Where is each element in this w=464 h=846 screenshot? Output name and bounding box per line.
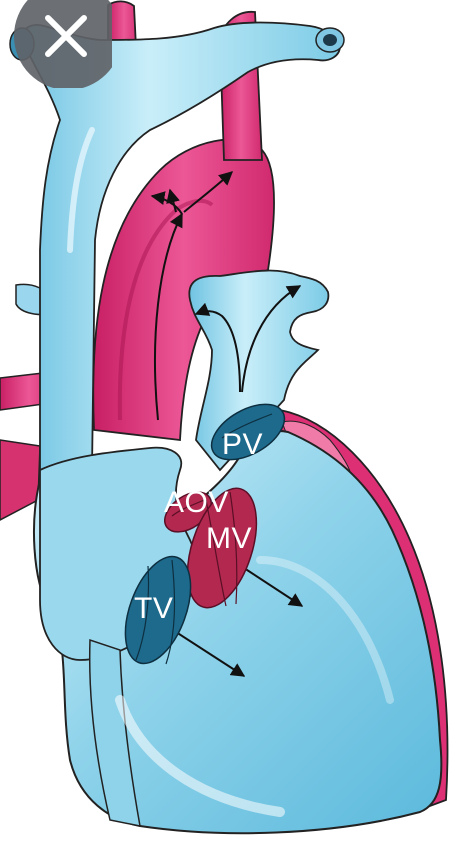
close-button[interactable] [0,0,112,88]
label-tv: TV [134,592,173,625]
label-pv: PV [222,428,263,461]
label-mv: MV [206,522,252,555]
label-aov: AOV [164,486,229,519]
